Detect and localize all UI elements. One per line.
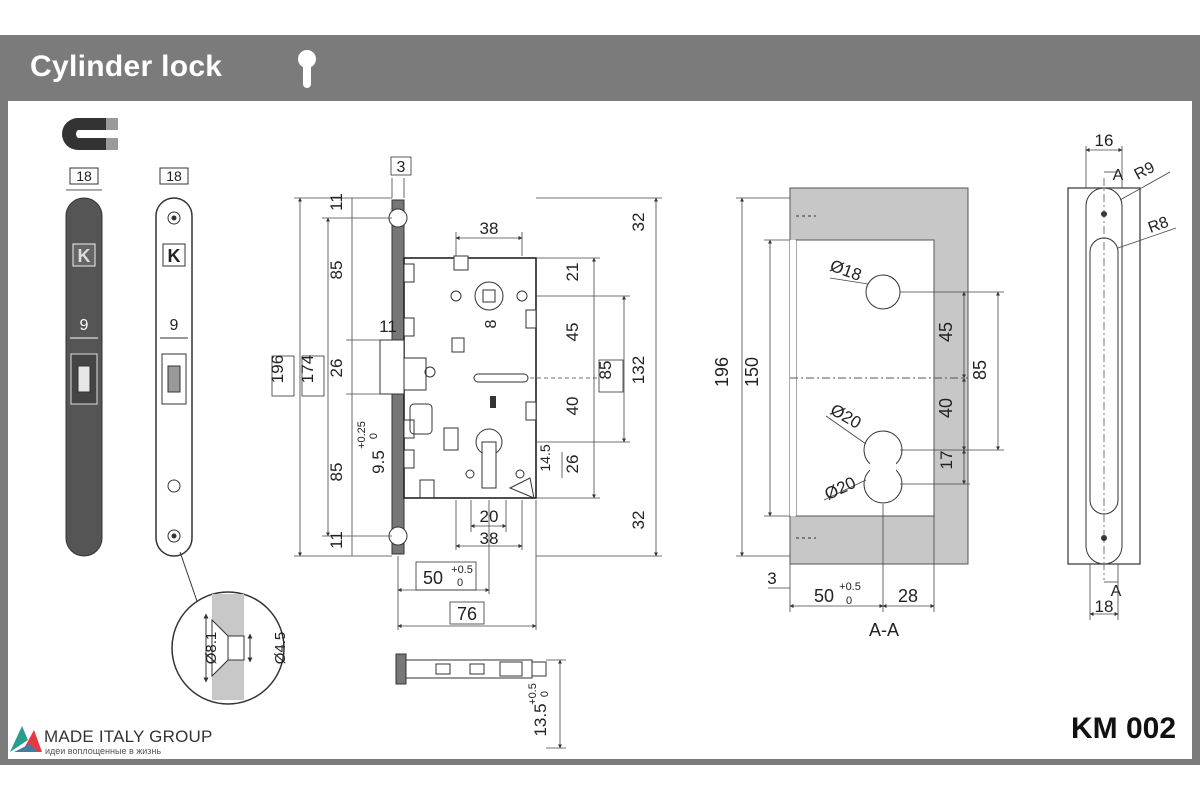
brand-mark-b: K: [168, 246, 181, 266]
dim-front-width-a: 18: [76, 168, 92, 184]
strike-dimensions: [1085, 146, 1177, 620]
dim-right-14-5: 14.5: [537, 444, 553, 471]
brand-name: MADE ITALY GROUP: [44, 727, 213, 746]
dim-cyl-38: 38: [480, 529, 499, 548]
dim-section-3: 3: [767, 569, 776, 588]
faceplate-front-dark: 18 K 9: [65, 167, 103, 557]
dim-screw-hole-big: Ø8.1: [203, 632, 220, 665]
dim-backset-tol-zero: 0: [457, 577, 463, 589]
dim-right-21: 21: [563, 263, 582, 282]
dim-screw-hole-small: Ø4.5: [272, 632, 289, 665]
dim-front-width-b: 18: [166, 168, 182, 184]
screw-hole-detail: Ø8.1 Ø4.5: [171, 591, 289, 705]
dim-right-26: 26: [563, 455, 582, 474]
dim-strike-r9: R9: [1132, 159, 1158, 184]
dim-backset-tol-plus: +0.5: [451, 564, 473, 576]
faceplate-front-outline: 18 K 9: [155, 167, 199, 605]
dim-cyl-20: 20: [480, 507, 499, 526]
dim-right-bottom: 32: [629, 511, 648, 530]
dim-latch-offset: 11: [379, 317, 397, 336]
brand-tagline: идеи воплощенные в жизнь: [45, 746, 162, 756]
magnet-icon: [62, 118, 118, 150]
dim-cylinder-offset: 9.5: [369, 450, 388, 474]
frame-bottom: [0, 759, 1200, 765]
dim-section-28: 28: [898, 586, 918, 606]
dim-section-17: 17: [937, 451, 956, 470]
dim-section-50-tol-plus: +0.5: [839, 581, 861, 593]
dim-section-45: 45: [936, 322, 956, 342]
dim-cylinder-tol-plus: +0.25: [356, 421, 368, 449]
dim-cylinder-tol-zero: 0: [368, 433, 380, 439]
page-title: Cylinder lock: [30, 50, 223, 83]
dim-latch-width-a: 9: [80, 317, 89, 334]
dim-upper-section: 85: [327, 261, 346, 280]
dim-latch-height: 26: [327, 359, 346, 378]
dim-bolt-tol-zero: 0: [539, 691, 551, 697]
dim-faceplate-thickness: 3: [397, 159, 406, 176]
dim-right-132: 132: [629, 356, 648, 384]
frame-left: [0, 35, 8, 765]
dim-right-85: 85: [596, 361, 615, 380]
dim-section-85: 85: [970, 360, 990, 380]
dim-right-top: 32: [629, 213, 648, 232]
section-dimensions: [736, 197, 1004, 612]
dim-right-45: 45: [563, 323, 582, 342]
dim-bolt-tol-plus: +0.5: [527, 683, 539, 705]
dim-top-margin: 11: [327, 193, 346, 211]
dim-square-size: 8: [483, 319, 500, 328]
keyhole-icon: [298, 50, 316, 88]
dim-strike-a-top: A: [1113, 167, 1124, 184]
strike-dim-text: 16 A R9 R8 A 18: [1095, 131, 1172, 616]
dim-total-height-inner: 174: [298, 355, 317, 383]
dim-lower-section: 85: [327, 463, 346, 482]
lock-body-dim-text: 3 38 196 174 11 85 26 85 11 11 8 32 21 4…: [268, 159, 648, 624]
dim-body-width: 76: [457, 604, 477, 624]
dim-strike-a-bottom: A: [1111, 583, 1122, 600]
lock-body: [379, 199, 537, 555]
strike-plate: [1067, 178, 1141, 580]
dim-strike-r8: R8: [1146, 214, 1171, 237]
brand-logo-icon: [10, 726, 42, 752]
door-cutout-section: [789, 187, 969, 565]
dim-section-40: 40: [936, 398, 956, 418]
dim-bottom-margin: 11: [327, 531, 346, 549]
section-label: A-A: [869, 620, 899, 640]
dim-backset: 50: [423, 568, 443, 588]
model-number: KM 002: [1070, 712, 1176, 745]
dim-latch-width-b: 9: [170, 317, 179, 334]
brand-mark-a: K: [78, 246, 91, 266]
dim-strike-18: 18: [1095, 597, 1114, 616]
header-bar: [0, 35, 1200, 101]
dim-section-150: 150: [742, 357, 762, 387]
dim-section-50-tol-zero: 0: [846, 595, 852, 607]
dim-total-height-outer: 196: [268, 355, 287, 383]
lock-top-view: 13.5 +0.5 0: [395, 653, 566, 749]
dim-square-spacing: 38: [480, 219, 499, 238]
dim-right-40: 40: [563, 397, 582, 416]
frame-right: [1192, 35, 1200, 765]
lock-body-dimensions: [271, 156, 662, 630]
dim-strike-16: 16: [1095, 131, 1114, 150]
dim-section-196: 196: [712, 357, 732, 387]
dim-section-50: 50: [814, 586, 834, 606]
dim-bolt-throw: 13.5: [531, 703, 550, 736]
